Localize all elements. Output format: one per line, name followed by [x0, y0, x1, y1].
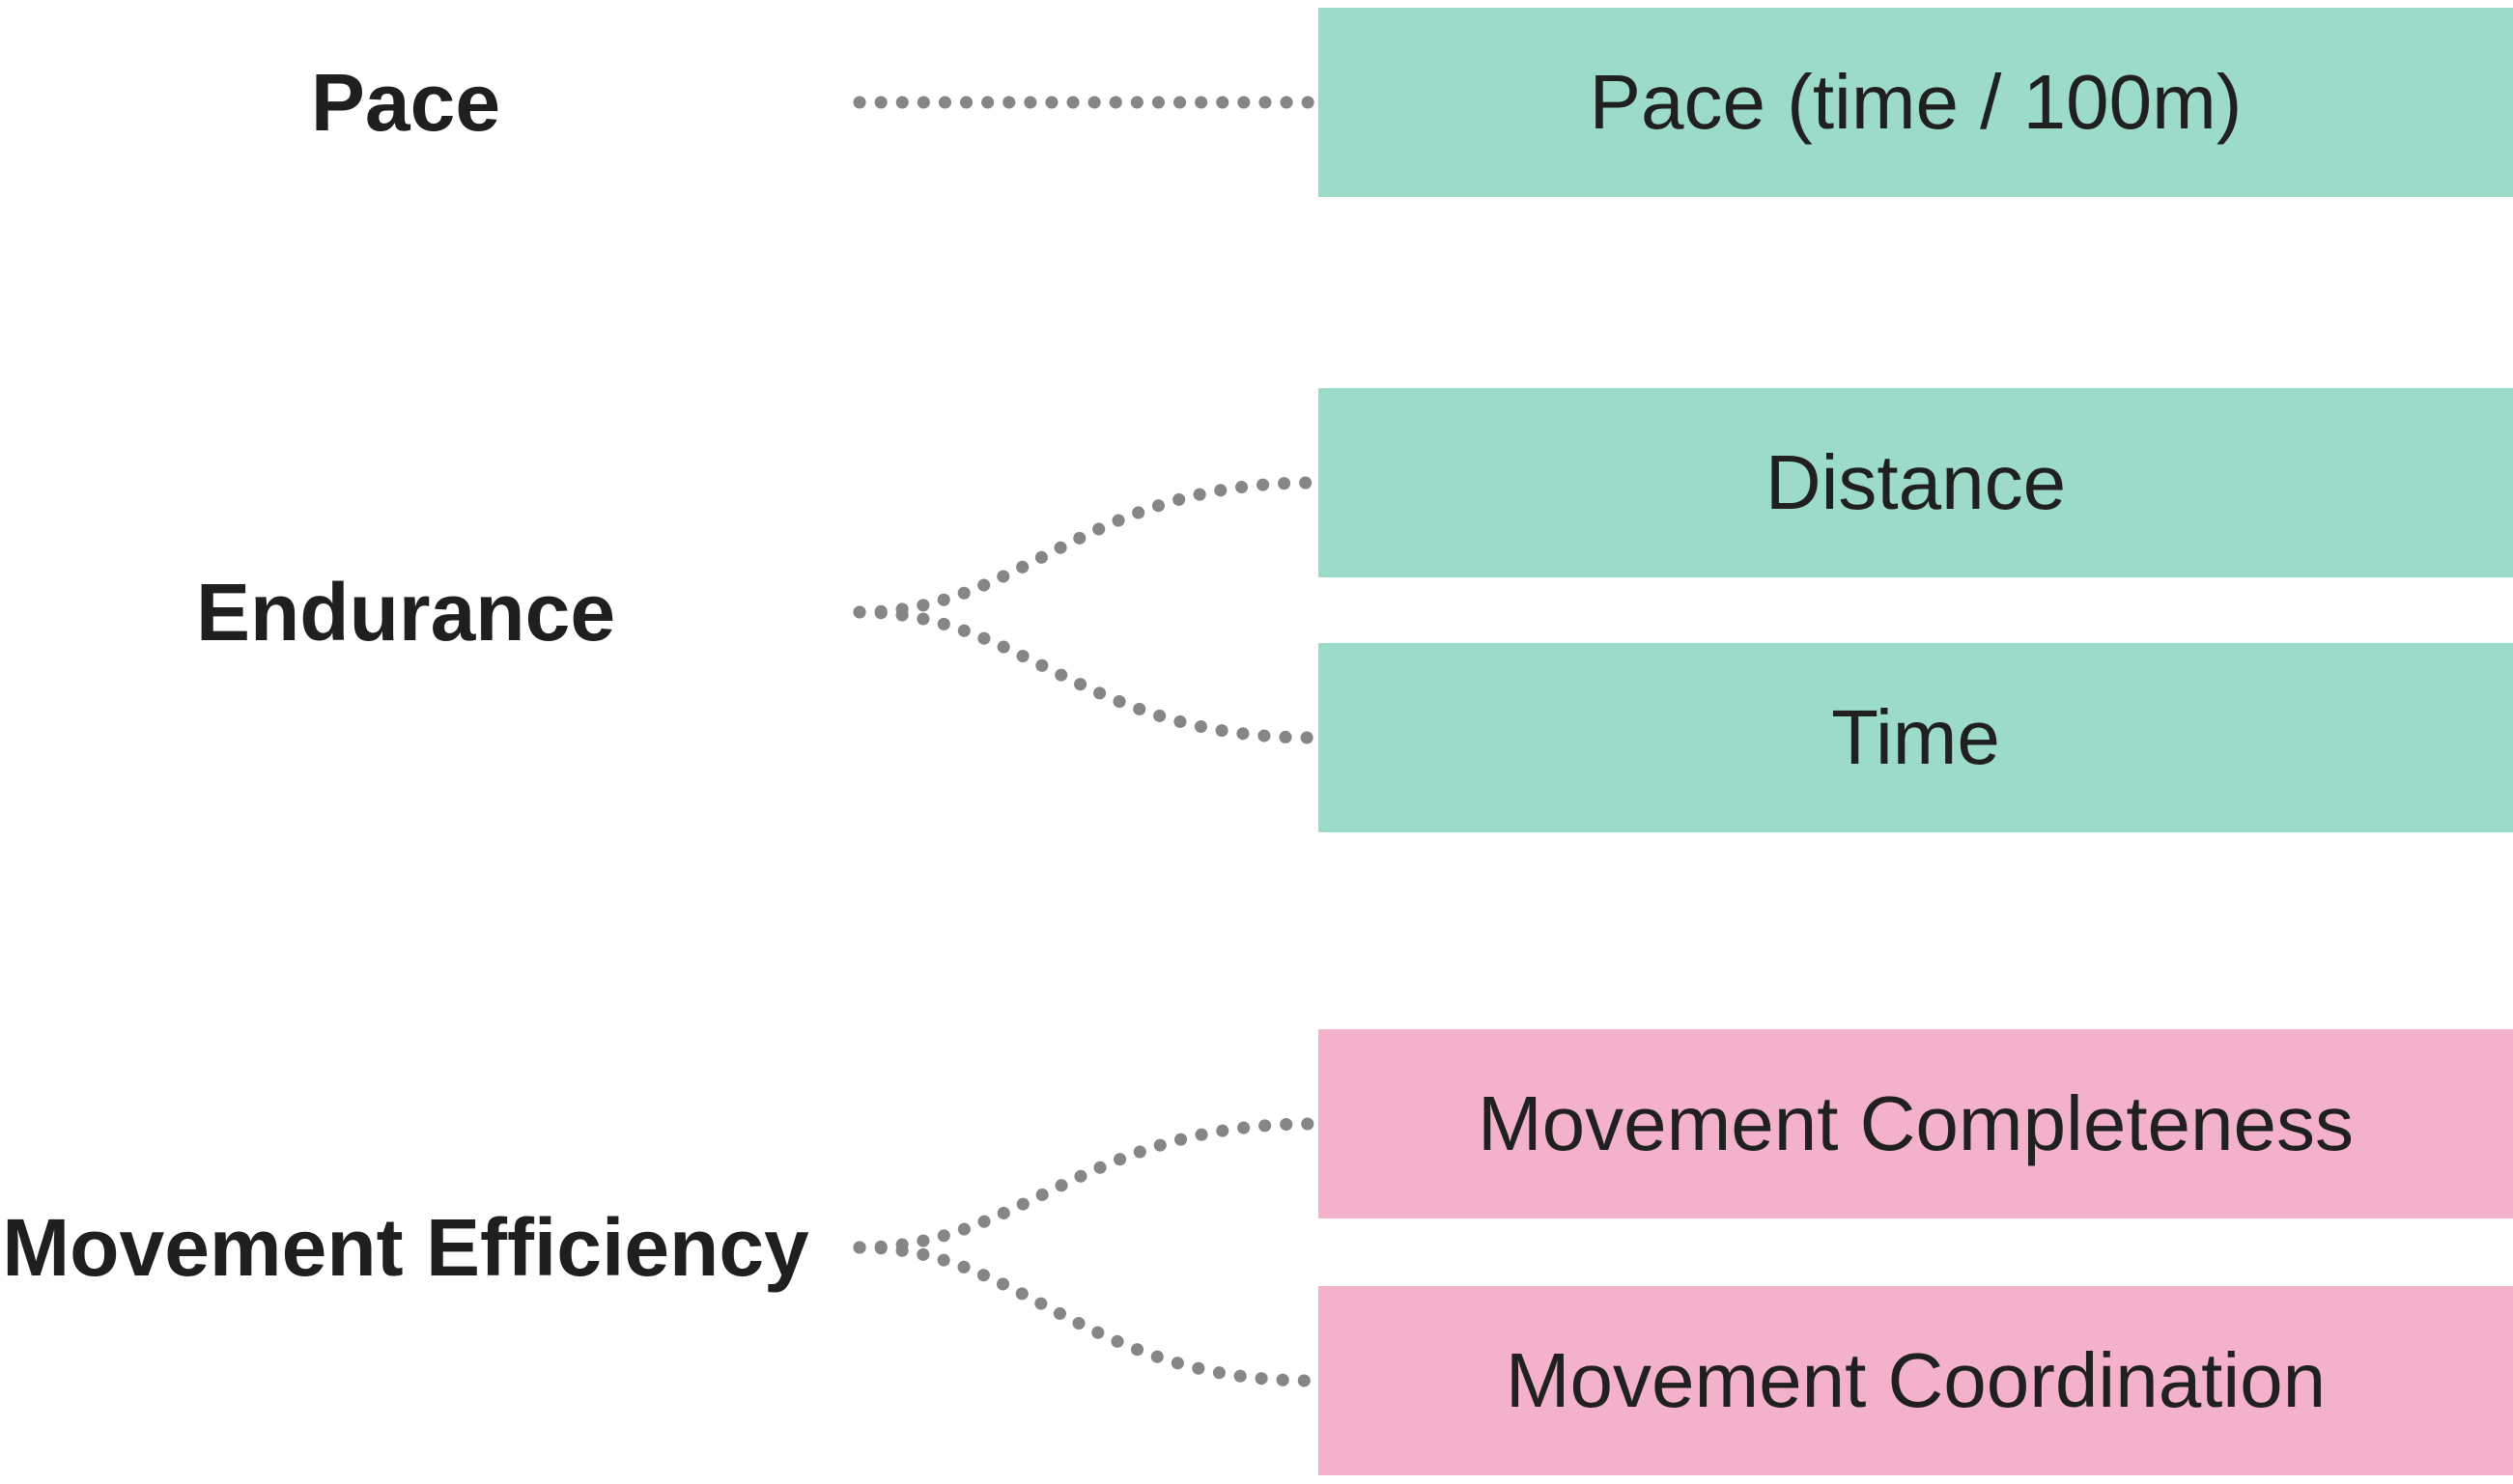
- label-movement-efficiency: Movement Efficiency: [2, 1201, 809, 1293]
- label-endurance: Endurance: [195, 566, 616, 658]
- connector-endurance-upper-curve: [853, 476, 1318, 619]
- connector-movement-upper-curve: [853, 1117, 1318, 1254]
- label-pace: Pace: [310, 56, 501, 148]
- box-pace-time-per-100m: Pace (time / 100m): [1318, 8, 2513, 197]
- connector-endurance-lower-curve: [853, 605, 1318, 744]
- box-movement-coordination: Movement Coordination: [1318, 1286, 2513, 1475]
- box-distance: Distance: [1318, 388, 2513, 577]
- box-time: Time: [1318, 643, 2513, 832]
- box-movement-completeness: Movement Completeness: [1318, 1029, 2513, 1218]
- connector-movement-lower-curve: [853, 1241, 1318, 1387]
